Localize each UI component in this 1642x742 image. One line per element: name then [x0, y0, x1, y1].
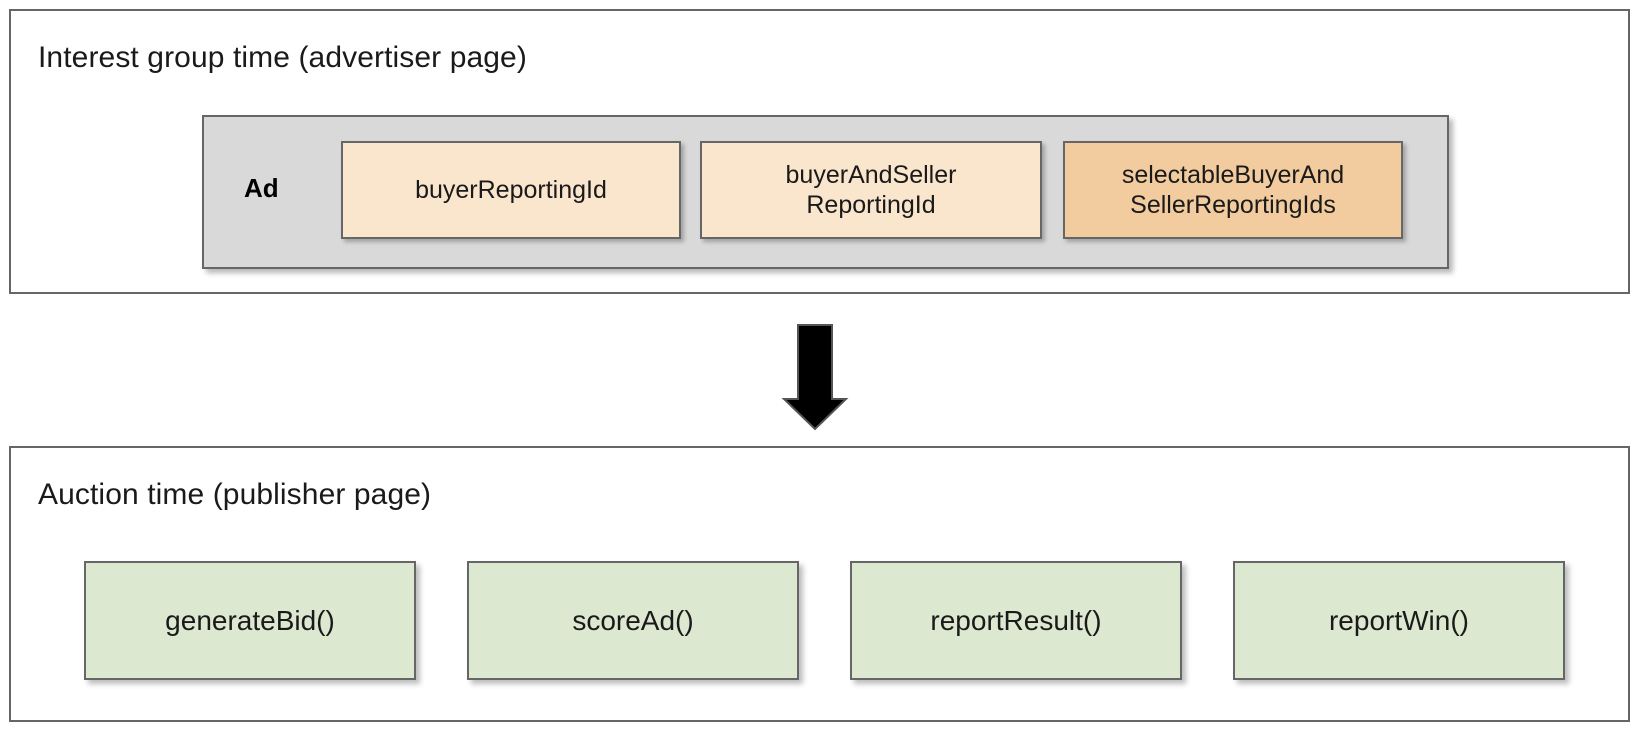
- down-arrow-icon: [781, 324, 849, 431]
- reporting-id-box-label-line1: selectableBuyerAnd: [1121, 160, 1345, 189]
- function-box-report-result[interactable]: reportResult(): [850, 561, 1182, 680]
- ad-label: Ad: [244, 173, 279, 203]
- reporting-id-box-label-line2: SellerReportingIds: [1130, 191, 1336, 219]
- function-box-label: reportResult(): [930, 604, 1102, 636]
- function-box-label: scoreAd(): [572, 604, 694, 636]
- reporting-id-box-label: buyerAndSeller ReportingId: [786, 160, 957, 221]
- reporting-id-box-selectable-buyer-and-seller-reporting-ids[interactable]: selectableBuyerAnd SellerReportingIds: [1063, 141, 1403, 239]
- function-box-report-win[interactable]: reportWin(): [1233, 561, 1565, 680]
- function-box-label: generateBid(): [165, 604, 335, 636]
- reporting-id-box-label: selectableBuyerAnd SellerReportingIds: [1122, 160, 1344, 221]
- publisher-panel: Auction time (publisher page) generateBi…: [9, 446, 1630, 722]
- reporting-id-box-label-line2: ReportingId: [806, 191, 936, 219]
- reporting-id-box-label: buyerReportingId: [415, 175, 607, 204]
- function-box-label: reportWin(): [1328, 604, 1469, 636]
- reporting-id-box-label-line1: buyerAndSeller: [785, 160, 957, 189]
- advertiser-panel-title: Interest group time (advertiser page): [38, 41, 527, 74]
- reporting-id-box-buyer-reporting-id[interactable]: buyerReportingId: [341, 141, 681, 239]
- reporting-id-box-buyer-and-seller-reporting-id[interactable]: buyerAndSeller ReportingId: [700, 141, 1042, 239]
- publisher-panel-title: Auction time (publisher page): [38, 478, 432, 511]
- function-box-generate-bid[interactable]: generateBid(): [84, 561, 416, 680]
- ad-group-container: Ad buyerReportingId buyerAndSeller Repor…: [202, 115, 1449, 269]
- advertiser-panel: Interest group time (advertiser page) Ad…: [9, 9, 1630, 294]
- function-box-score-ad[interactable]: scoreAd(): [467, 561, 799, 680]
